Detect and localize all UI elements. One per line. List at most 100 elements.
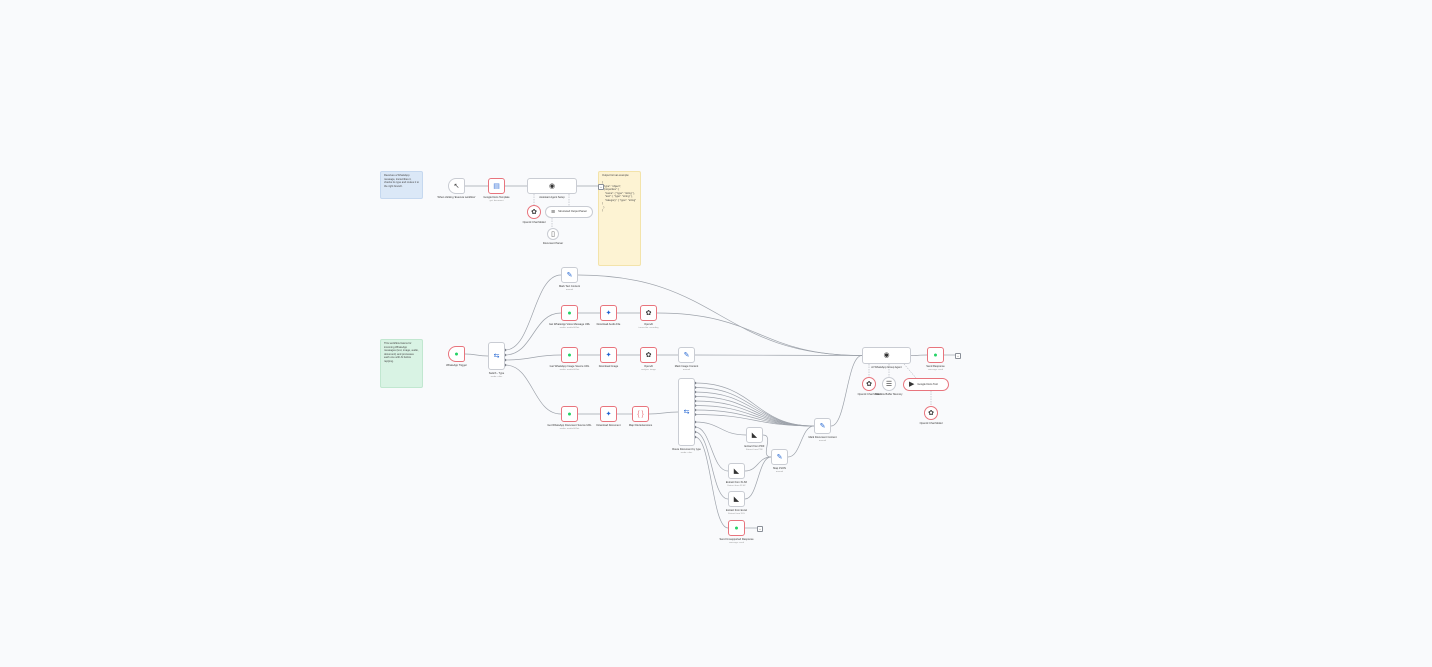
connection-edge[interactable] (744, 456, 772, 500)
node-label: OpenAI Chat Model (522, 221, 546, 224)
connection-edge[interactable] (504, 312, 562, 356)
node-calc-top[interactable]: ▯ (547, 228, 559, 240)
node-edit-doc[interactable]: ✎ (814, 418, 831, 434)
node-dl-doc[interactable]: ✦ (600, 406, 617, 422)
node-sublabel: analyze: image (641, 369, 656, 371)
openai-icon: ✿ (645, 351, 652, 359)
node-label: Download Document (596, 424, 621, 427)
node-ai-agent[interactable]: ◉ (862, 347, 911, 364)
sticky-note-green[interactable]: This workflow listens for incoming Whats… (380, 339, 423, 388)
connection-edge[interactable] (504, 274, 562, 351)
connection-edge[interactable] (762, 434, 772, 458)
node-wa-trigger[interactable]: ● (448, 346, 465, 362)
node-get-doc[interactable]: ● (561, 406, 578, 422)
node-extract-3[interactable]: ◣ (728, 491, 745, 507)
whatsapp-icon: ● (933, 351, 938, 359)
connection-edge[interactable] (504, 354, 562, 361)
node-agent-top[interactable]: ◉ (527, 178, 577, 194)
node-label: Get WhatsApp Voice Message URL (548, 323, 591, 326)
http-icon: ✦ (605, 351, 612, 359)
whatsapp-icon: ● (454, 350, 459, 358)
node-tool[interactable]: ▶Google Docs Tool (903, 378, 949, 391)
node-sublabel: mode: rules (680, 452, 693, 454)
node-sublabel: message: send (729, 542, 744, 544)
node-label: Structured Output Parser (558, 210, 587, 214)
node-analyze-img[interactable]: ✿ (640, 347, 657, 363)
node-extract-1[interactable]: ◣ (746, 427, 763, 443)
node-openai-model[interactable]: ✿ (862, 377, 876, 391)
connection-edge[interactable] (577, 274, 863, 356)
node-label: Extract from PDF (744, 445, 765, 448)
node-label: AI WhatsApp Group Agent (871, 366, 902, 369)
connection-edge[interactable] (464, 353, 489, 357)
sticky-note-blue[interactable]: Receives a WhatsApp message, transcribes… (380, 171, 423, 199)
node-get-audio[interactable]: ● (561, 305, 578, 321)
node-label: Google Docs Tool (917, 382, 938, 386)
node-sublabel: message: send (928, 369, 943, 371)
node-label: Send Response (926, 365, 945, 368)
node-mime[interactable]: { } (632, 406, 649, 422)
connection-edge[interactable] (694, 382, 815, 427)
openai-icon: ✿ (531, 208, 537, 216)
code-icon: { } (637, 410, 644, 418)
node-openai-model2[interactable]: ✿ (924, 406, 938, 420)
connection-edge[interactable] (910, 354, 928, 356)
node-switch-doc[interactable]: ⇆ (678, 378, 695, 446)
connection-edge[interactable] (504, 364, 562, 415)
node-label: Document Parser (542, 242, 564, 245)
whatsapp-icon: ● (567, 410, 572, 418)
connection-edge[interactable] (694, 436, 729, 529)
add-node-button[interactable]: + (598, 184, 604, 190)
connection-edge[interactable] (694, 391, 815, 427)
node-wa-unsupported[interactable]: ● (728, 520, 745, 536)
connection-edge[interactable] (694, 414, 815, 427)
node-edit-text[interactable]: ✎ (561, 267, 578, 283)
connection-edge[interactable] (694, 409, 815, 427)
node-get-image[interactable]: ● (561, 347, 578, 363)
connection-edge[interactable] (694, 431, 729, 500)
node-map-json[interactable]: ✎ (771, 449, 788, 465)
node-dl-audio[interactable]: ✦ (600, 305, 617, 321)
node-memory[interactable]: ☰ (882, 377, 896, 391)
pencil-icon: ✎ (566, 271, 573, 279)
node-extract-2[interactable]: ◣ (728, 463, 745, 479)
connection-edge[interactable] (656, 312, 863, 356)
cursor-icon: ↖ (453, 182, 460, 190)
connection-edge[interactable] (648, 411, 679, 415)
node-trigger-exec[interactable]: ↖ (448, 178, 465, 194)
node-label: Route Document by type (672, 448, 701, 451)
add-node-button[interactable]: + (955, 353, 961, 359)
node-transcribe[interactable]: ✿ (640, 305, 657, 321)
connection-edge[interactable] (694, 396, 815, 427)
node-openai-top[interactable]: ✿ (527, 205, 541, 219)
node-label: Map JSON (773, 467, 786, 470)
node-label: WhatsApp Trigger (446, 364, 467, 367)
connection-edge[interactable] (694, 354, 863, 356)
node-wa-reply[interactable]: ● (927, 347, 944, 363)
connection-edge[interactable] (787, 425, 815, 458)
connection-edge[interactable] (830, 355, 863, 427)
switch-icon: ⇆ (683, 408, 690, 416)
sub-connection-edge (903, 363, 917, 379)
node-label: OpenAI (644, 323, 653, 326)
node-label: Extract from Excel (725, 509, 748, 512)
connection-edge[interactable] (744, 456, 772, 472)
node-sublabel: manual (818, 440, 827, 442)
node-label: When clicking 'Execute workflow' (437, 196, 476, 199)
node-sublabel: media: mediaUrlGet (559, 428, 580, 430)
sticky-note-output-format[interactable]: Output format example: { "type": "object… (598, 171, 641, 266)
http-icon: ✦ (605, 410, 612, 418)
node-sublabel: media: mediaUrlGet (559, 327, 580, 329)
node-parser-top[interactable]: ≡Structured Output Parser (545, 206, 593, 218)
connection-edge[interactable] (694, 405, 815, 427)
connection-edge[interactable] (694, 421, 747, 436)
connection-edge[interactable] (694, 426, 729, 472)
node-edit-image[interactable]: ✎ (678, 347, 695, 363)
add-node-button[interactable]: + (757, 526, 763, 532)
node-google-docs[interactable]: ▤ (488, 178, 505, 194)
node-dl-image[interactable]: ✦ (600, 347, 617, 363)
node-label: Get WhatsApp Document Source URL (547, 424, 592, 427)
node-switch-type[interactable]: ⇆ (488, 342, 505, 370)
openai-icon: ✿ (928, 409, 934, 417)
